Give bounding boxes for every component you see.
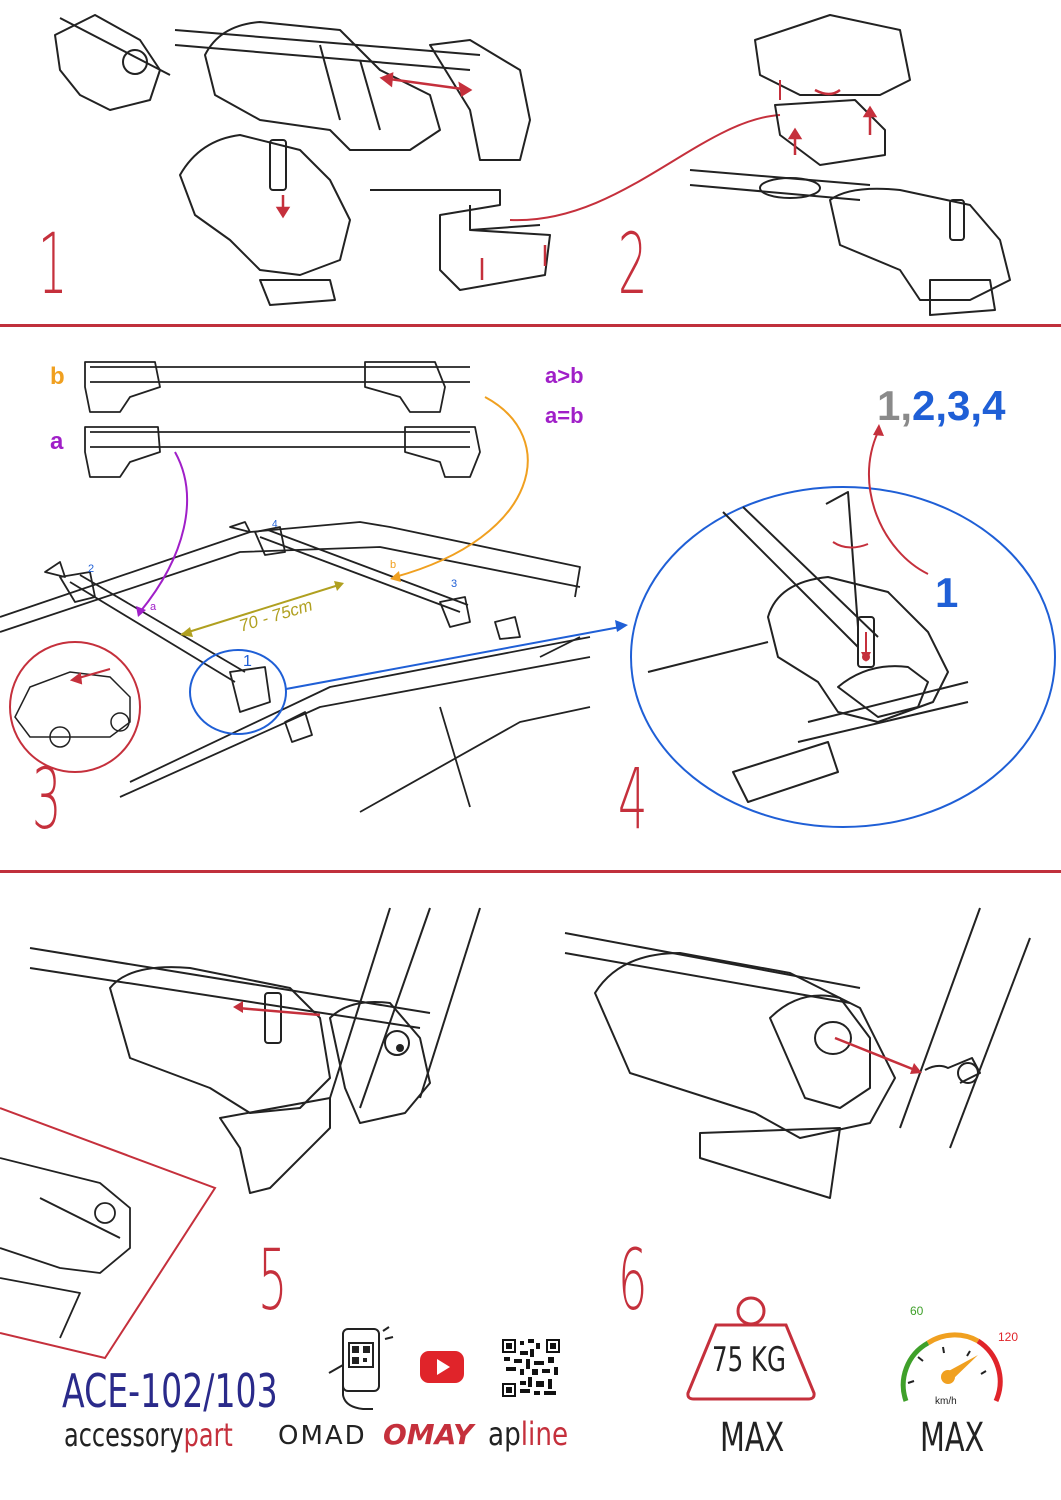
youtube-icon <box>420 1351 464 1383</box>
panel-steps-5-6: 5 6 ACE-102/103 accessorypart OMAD OMAY … <box>0 873 1061 1500</box>
brand-line-text: line <box>520 1415 569 1453</box>
compare-a-gt-b: a>b <box>545 363 584 388</box>
step-number-2: 2 <box>618 215 648 313</box>
brand-apline: apline <box>488 1418 568 1450</box>
mark-b: b <box>390 559 397 571</box>
weight-icon <box>686 1296 816 1401</box>
step-number-1: 1 <box>38 215 68 313</box>
panel-steps-1-2: 1 2 <box>0 0 1061 325</box>
model-number: ACE-102/103 <box>62 1364 278 1418</box>
sequence-gray: 1, <box>877 382 913 429</box>
sequence-blue: 2,3,4 <box>912 382 1006 429</box>
phone-qr-icon <box>328 1326 394 1410</box>
step6-illustration <box>564 907 1031 1199</box>
label-b: b <box>50 363 65 390</box>
step4-illustration <box>630 424 1056 828</box>
foot-label-1: 1 <box>243 653 252 670</box>
brand-accessory-text: accessory <box>64 1416 184 1454</box>
divider-middle <box>0 870 1061 873</box>
sequence-first: 1,2,3,4 <box>877 385 1005 427</box>
speed-high: 120 <box>998 1330 1019 1344</box>
foot-label-3: 3 <box>451 578 458 590</box>
brand-omay: OMAY <box>383 1418 474 1451</box>
step1-illustration <box>54 14 781 306</box>
step-number-3: 3 <box>32 750 62 848</box>
brand-accessorypart: accessorypart <box>64 1419 233 1451</box>
step5-illustration <box>29 907 481 1239</box>
speed-unit: km/h <box>935 1396 957 1407</box>
step3-illustration <box>0 361 628 813</box>
speed-low: 60 <box>910 1304 924 1318</box>
step2-illustration <box>689 14 1011 316</box>
step5-inset <box>0 1107 217 1360</box>
speed-caption: MAX <box>920 1415 985 1461</box>
divider-top <box>0 324 1061 327</box>
foot-label-4: 4 <box>272 519 278 530</box>
weight-caption: MAX <box>720 1415 785 1461</box>
brand-ap-text: ap <box>488 1415 521 1453</box>
callout-1: 1 <box>935 569 959 616</box>
brand-omad: OMAD <box>278 1421 367 1451</box>
foot-label-2: 2 <box>88 563 95 575</box>
compare-a-eq-b: a=b <box>545 403 584 428</box>
mark-a: a <box>150 601 157 613</box>
qr-code-icon <box>502 1339 560 1397</box>
step-number-5: 5 <box>258 1231 288 1329</box>
speedometer-icon <box>900 1332 1003 1403</box>
step-number-4: 4 <box>618 750 648 848</box>
label-a: a <box>50 428 64 455</box>
weight-value: 75 KG <box>712 1340 786 1380</box>
step-number-6: 6 <box>618 1231 648 1329</box>
panel-steps-3-4: b a a>b a=b 70 - 75cm 1 2 3 4 a b 1,2,3,… <box>0 327 1061 872</box>
brand-part-text: part <box>183 1416 233 1454</box>
